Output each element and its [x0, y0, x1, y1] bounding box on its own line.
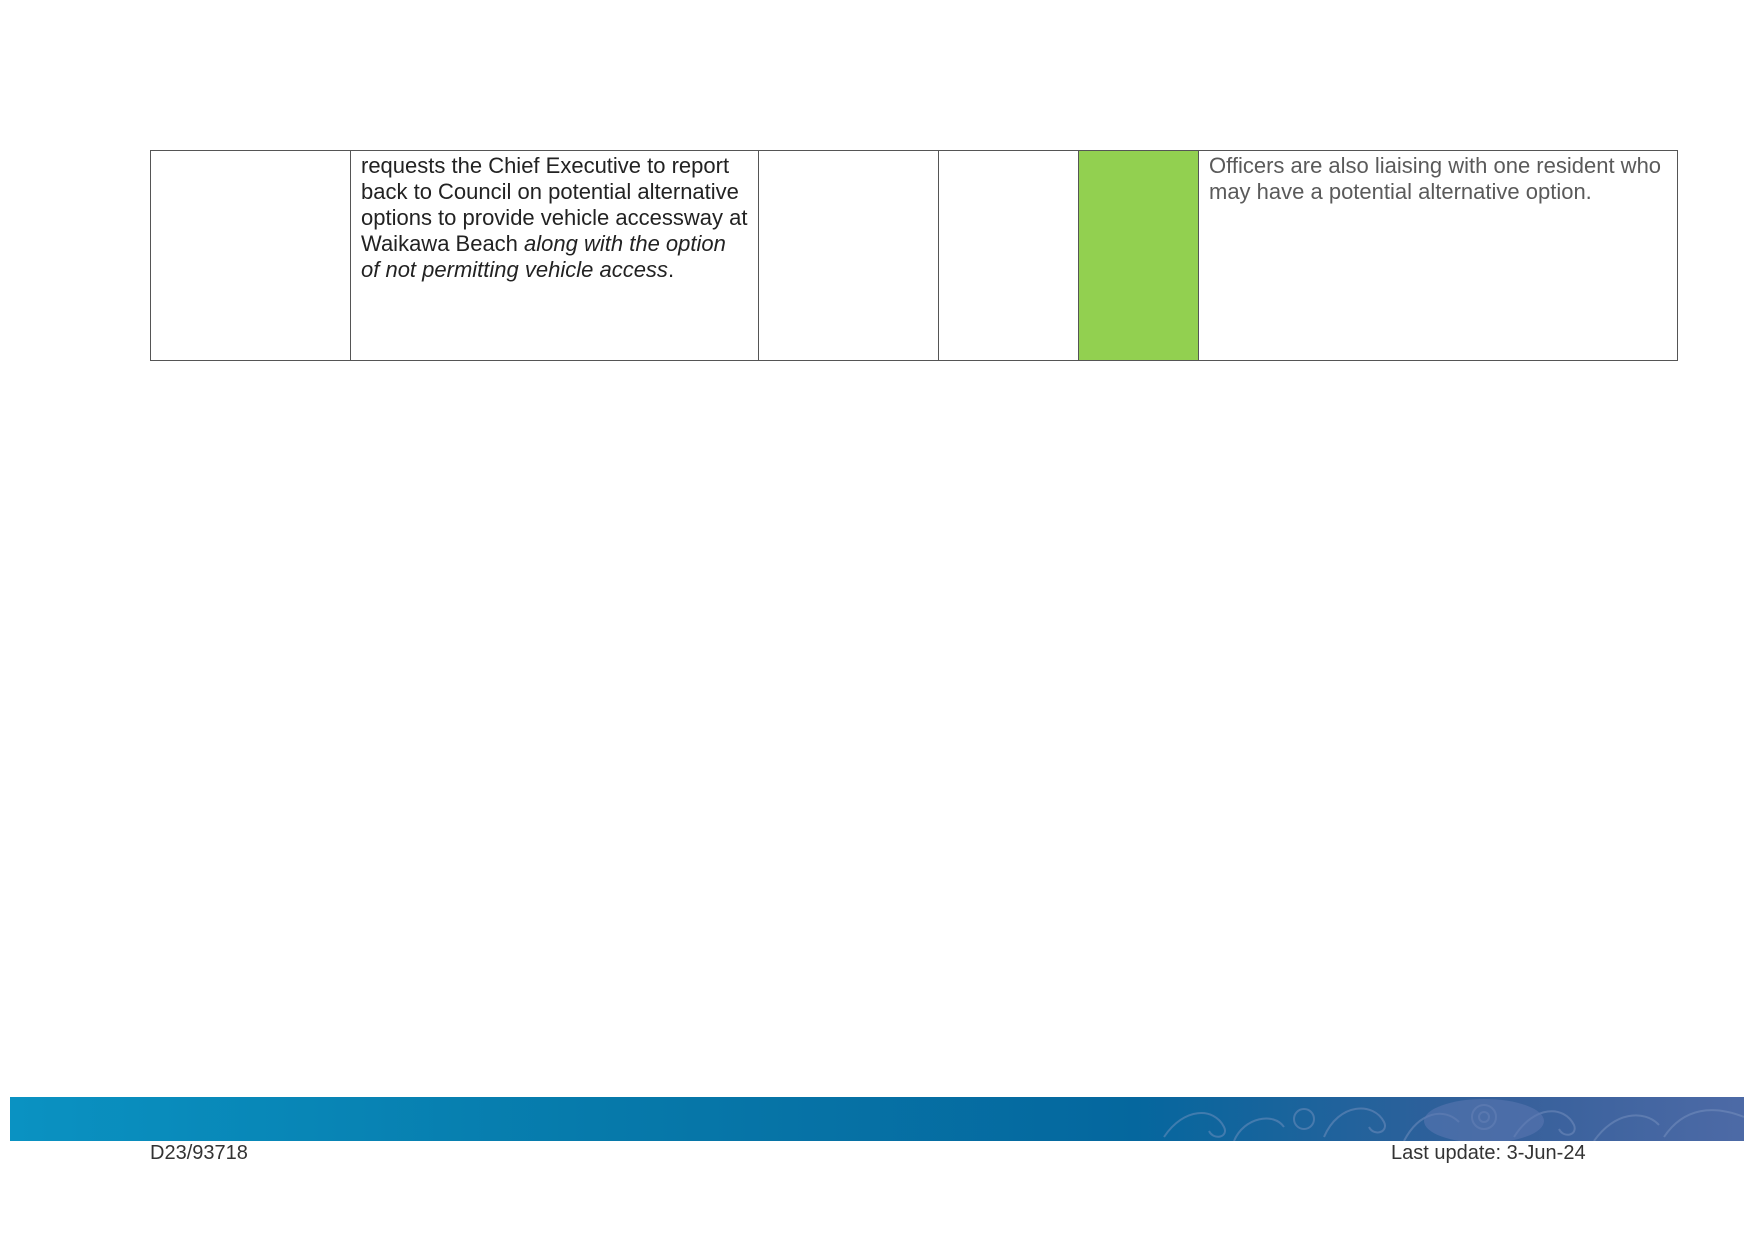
- table-row: requests the Chief Executive to report b…: [150, 150, 1678, 361]
- koru-pattern-icon: [1163, 1099, 1744, 1141]
- resolution-text-plain: requests the Chief Executive to report b…: [361, 153, 748, 256]
- status-indicator-cell: [1078, 150, 1199, 361]
- due-date-cell: [938, 150, 1079, 361]
- resolution-text-italic: along with the option of not permitting …: [361, 231, 726, 282]
- responsible-cell: [758, 150, 939, 361]
- document-id: D23/93718: [150, 1142, 248, 1164]
- resolution-text: requests the Chief Executive to report b…: [351, 151, 758, 283]
- resolutions-table: requests the Chief Executive to report b…: [150, 150, 1678, 361]
- last-update: Last update: 3-Jun-24: [1391, 1142, 1586, 1164]
- resolution-cell: requests the Chief Executive to report b…: [350, 150, 759, 361]
- item-cell: [150, 150, 351, 361]
- comment-text: Officers are also liaising with one resi…: [1209, 153, 1662, 204]
- comment-cell: Officers are also liaising with one resi…: [1198, 150, 1678, 361]
- footer-band: [10, 1097, 1744, 1141]
- resolution-text-end: .: [667, 257, 675, 282]
